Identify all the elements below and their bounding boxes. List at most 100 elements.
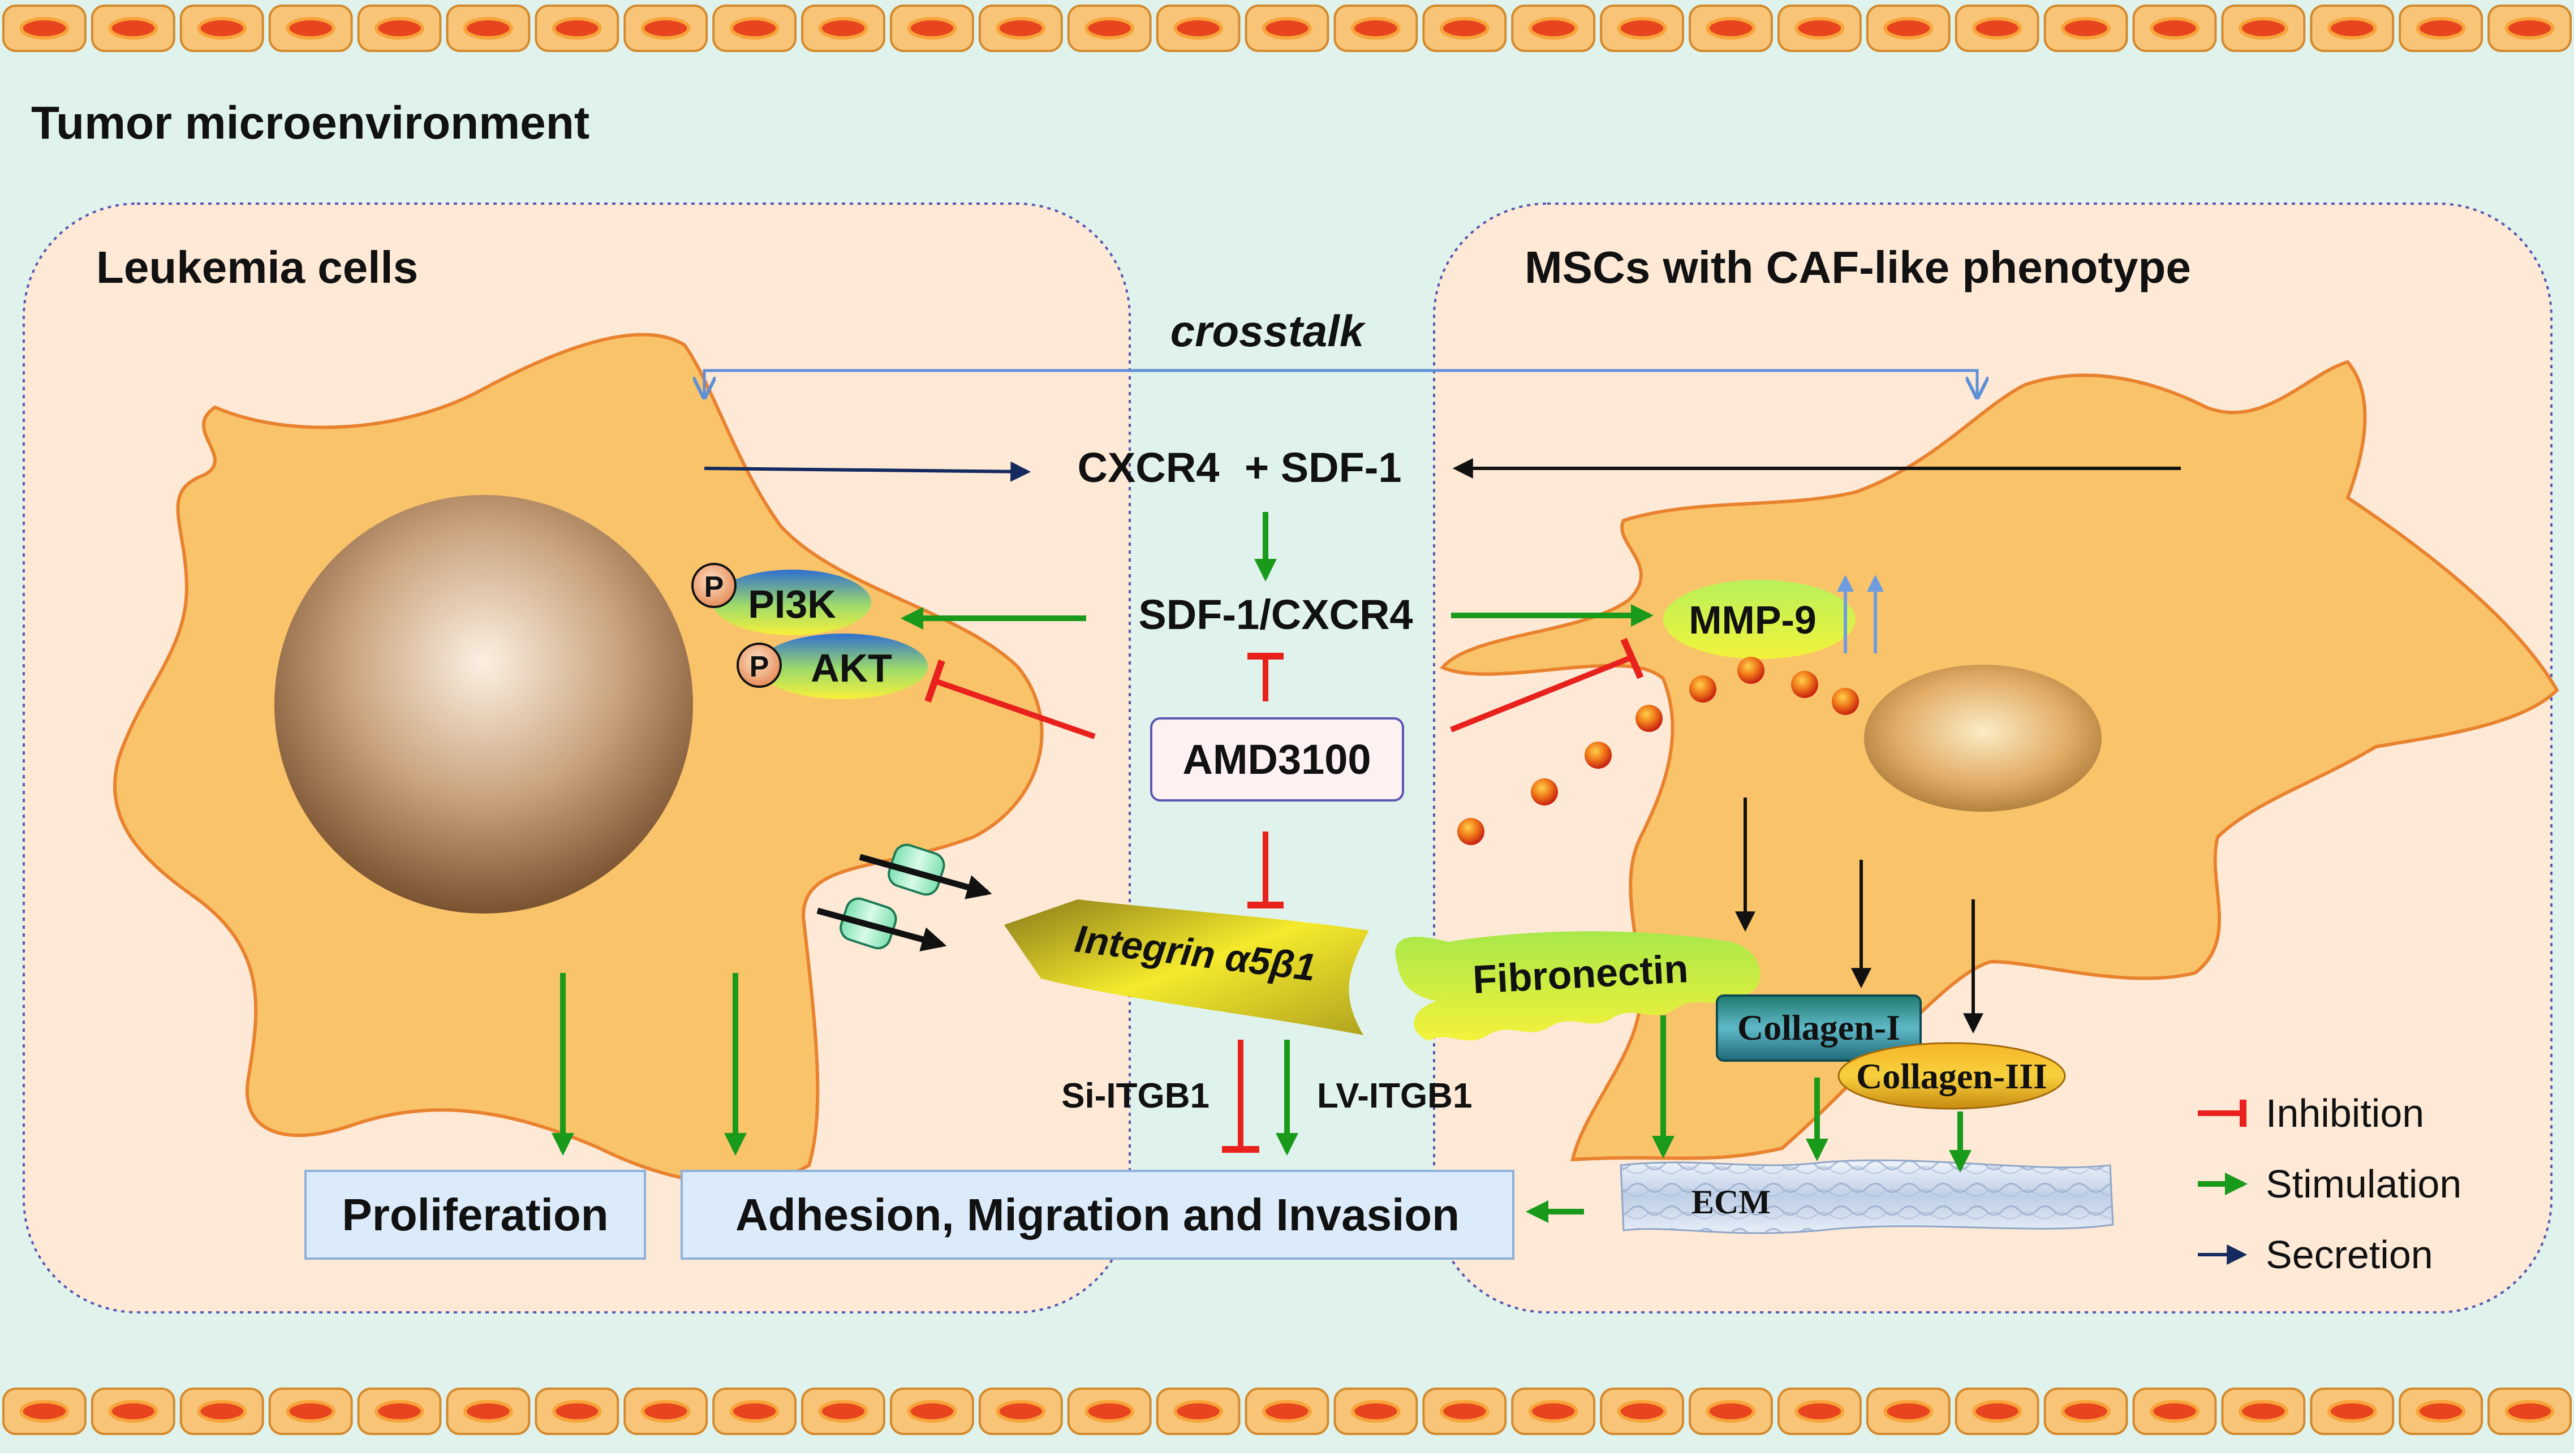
vessel-cell [801, 1388, 885, 1435]
legend-item-inhibition: Inhibition [2198, 1091, 2424, 1135]
mmp9-label: MMP-9 [1689, 598, 1817, 642]
msc-nucleus [1864, 665, 2102, 812]
vessel-cell [2043, 5, 2128, 52]
proliferation-box [304, 1170, 646, 1260]
vessel-cell [1777, 1388, 1862, 1435]
vessel-cell [535, 1388, 619, 1435]
phospho-pi3k [691, 563, 737, 608]
vessel-cell [889, 1388, 974, 1435]
vessel-cell [446, 5, 531, 52]
si-itgb1-label: Si-ITGB1 [1061, 1076, 1209, 1115]
environment-title: Tumor microenvironment [31, 97, 589, 149]
vessel-cell [357, 5, 442, 52]
pi3k-shape [713, 570, 871, 635]
vessel-cell [179, 5, 264, 52]
vessel-cell [1156, 5, 1241, 52]
integrin-channel-2 [816, 897, 947, 951]
vessel-cell [1422, 1388, 1507, 1435]
vessel-cell [1689, 5, 1773, 52]
vessel-cell [712, 1388, 797, 1435]
ecm-label: ECM [1691, 1183, 1771, 1221]
vessel-cells-top [2, 5, 2572, 52]
vessel-cell [2487, 5, 2572, 52]
cxcr4-label: CXCR4 [1078, 444, 1220, 491]
vessel-cell [1333, 5, 1418, 52]
collagen3-shape [1837, 1042, 2066, 1110]
vessel-cell [446, 1388, 531, 1435]
phospho-akt [737, 643, 782, 688]
vessel-cell [1245, 5, 1329, 52]
legend-item-stimulation: Stimulation [2198, 1162, 2461, 1206]
amd3100-label: AMD3100 [1182, 736, 1371, 783]
mmp9-dot [1531, 778, 1558, 805]
secretion-arrow-cxcr4 [704, 461, 1031, 482]
integrin-shape [1004, 899, 1369, 1035]
collagen3-label: Collagen-III [1856, 1056, 2047, 1096]
vessel-cell [2132, 5, 2217, 52]
mmp9-dot [1832, 688, 1859, 715]
vessel-cell [1333, 1388, 1418, 1435]
integrin-channel-1 [859, 843, 992, 899]
phospho-akt-label: P [750, 651, 769, 683]
inhibit-akt [924, 660, 1096, 739]
vessel-cell [2399, 5, 2483, 52]
vessel-cell [357, 1388, 442, 1435]
mmp9-dot [1791, 671, 1818, 698]
vessel-cell [1422, 5, 1507, 52]
vessel-cell [1511, 5, 1596, 52]
vessel-cell [179, 1388, 264, 1435]
mmp9-shape [1663, 580, 1856, 659]
akt-label: AKT [811, 646, 892, 690]
akt-shape [758, 634, 928, 699]
legend-label-inhibition: Inhibition [2266, 1091, 2424, 1135]
vessel-cell [978, 1388, 1063, 1435]
adhesion-box [681, 1170, 1514, 1260]
vessel-cell [623, 5, 708, 52]
leukemia-title: Leukemia cells [96, 242, 418, 292]
vessel-cell [1777, 5, 1862, 52]
vessel-cell [2, 5, 87, 52]
leukemia-nucleus [274, 495, 693, 914]
secreted-mmp9-dots [1457, 657, 1859, 845]
vessel-cell [1955, 1388, 2039, 1435]
vessel-cell [91, 5, 175, 52]
vessel-cell [2221, 1388, 2306, 1435]
vessel-cell [2399, 1388, 2483, 1435]
inhibit-complex-by-amd3100 [1247, 653, 1284, 701]
vessel-cell [712, 5, 797, 52]
vessel-cell [268, 1388, 353, 1435]
msc-title: MSCs with CAF-like phenotype [1525, 242, 2191, 292]
vessel-cell [2221, 5, 2306, 52]
crosstalk-label: crosstalk [1170, 306, 1366, 356]
vessel-cell [623, 1388, 708, 1435]
vessel-cell [1955, 5, 2039, 52]
sdf1-label: + SDF-1 [1245, 444, 1402, 491]
vessel-cell [2132, 1388, 2217, 1435]
fibronectin-shape [1395, 931, 1761, 1041]
vessel-cell [1067, 1388, 1152, 1435]
vessel-cells-bottom [2, 1388, 2572, 1435]
vessel-cell [1600, 1388, 1685, 1435]
vessel-cell [1600, 5, 1685, 52]
complex-label: SDF-1/CXCR4 [1138, 591, 1413, 638]
legend-label-stimulation: Stimulation [2266, 1162, 2461, 1206]
vessel-cell [1866, 1388, 1951, 1435]
inhibit-integrin-by-amd3100 [1247, 832, 1284, 908]
vessel-cell [2, 1388, 87, 1435]
mmp9-dot [1737, 657, 1764, 684]
mmp9-dot [1635, 705, 1663, 732]
vessel-cell [1156, 1388, 1241, 1435]
mmp9-dot [1585, 742, 1612, 769]
inhibit-mmp9 [1450, 637, 1644, 733]
mmp9-dot [1457, 818, 1484, 845]
proliferation-label: Proliferation [342, 1190, 608, 1240]
phospho-pi3k-label: P [704, 571, 724, 604]
vessel-cell [1245, 1388, 1329, 1435]
pi3k-label: PI3K [748, 582, 836, 626]
legend-item-secretion: Secretion [2198, 1233, 2433, 1277]
collagen1-box [1716, 994, 1922, 1062]
mmp9-dot [1689, 675, 1716, 703]
inhibit-by-si-itgb1 [1222, 1040, 1259, 1153]
